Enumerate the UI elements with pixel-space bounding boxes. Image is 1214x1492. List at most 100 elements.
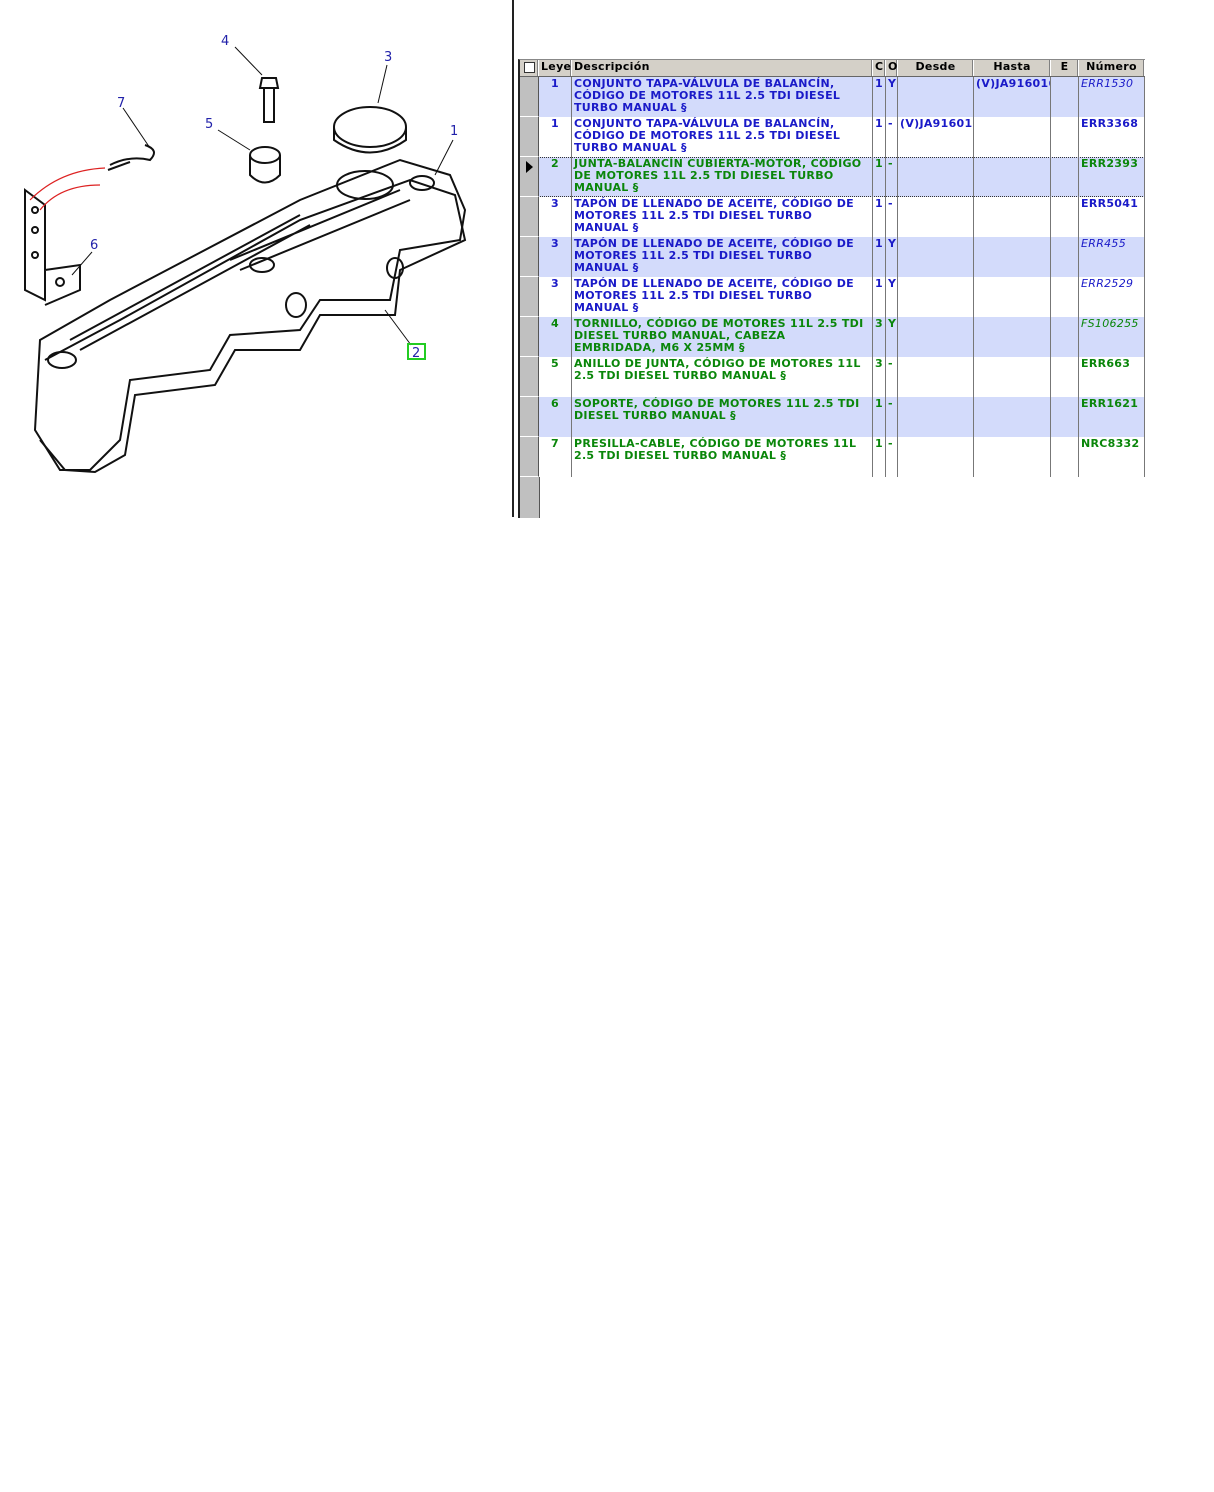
cell-from: [898, 277, 974, 317]
header-c[interactable]: C: [873, 60, 886, 76]
cell-e: [1051, 357, 1079, 397]
cell-legend: 3: [539, 237, 572, 277]
header-legend[interactable]: Leyenda: [539, 60, 572, 76]
current-row-arrow-icon: [526, 161, 533, 173]
callout-1[interactable]: 1: [450, 124, 458, 139]
cell-e: [1051, 277, 1079, 317]
cell-from: [898, 237, 974, 277]
cell-to: [974, 157, 1051, 197]
cell-number: ERR663: [1079, 357, 1145, 397]
row-selector[interactable]: [520, 157, 539, 197]
cell-number: ERR3368: [1079, 117, 1145, 157]
row-selector[interactable]: [520, 117, 539, 157]
callout-5[interactable]: 5: [205, 117, 213, 132]
cell-from: [898, 197, 974, 237]
cell-description: TORNILLO, CÓDIGO DE MOTORES 11L 2.5 TDI …: [572, 317, 873, 357]
cell-to: [974, 397, 1051, 437]
rocker-cover-drawing: [24, 77, 467, 474]
leader-lines: [71, 46, 454, 346]
cell-number: FS106255: [1079, 317, 1145, 357]
cell-number: NRC8332: [1079, 437, 1145, 477]
row-selector[interactable]: [520, 277, 539, 317]
cell-o: Y: [886, 317, 898, 357]
cell-legend: 5: [539, 357, 572, 397]
cell-c: 3: [873, 357, 886, 397]
cell-legend: 1: [539, 77, 572, 117]
cell-c: 1: [873, 397, 886, 437]
row-selector[interactable]: [520, 237, 539, 277]
cell-from: [898, 317, 974, 357]
cell-o: Y: [886, 277, 898, 317]
cell-e: [1051, 197, 1079, 237]
cell-description: SOPORTE, CÓDIGO DE MOTORES 11L 2.5 TDI D…: [572, 397, 873, 437]
callout-2-highlight: [407, 343, 426, 360]
cell-o: -: [886, 197, 898, 237]
cell-description: TAPÓN DE LLENADO DE ACEITE, CÓDIGO DE MO…: [572, 197, 873, 237]
parts-table: Leyenda Descripción C O Desde Hasta E Nú…: [518, 59, 1145, 518]
cell-from: [898, 357, 974, 397]
cell-from: (V)JA916017: [898, 117, 974, 157]
row-selector[interactable]: [520, 197, 539, 237]
cell-legend: 3: [539, 197, 572, 237]
cell-number: ERR1621: [1079, 397, 1145, 437]
select-all-checkbox[interactable]: [520, 60, 539, 76]
cell-to: [974, 197, 1051, 237]
cell-from: [898, 157, 974, 197]
cell-from: [898, 397, 974, 437]
cell-o: -: [886, 157, 898, 197]
cell-to: [974, 317, 1051, 357]
callout-2[interactable]: 2: [412, 346, 420, 361]
table-header: Leyenda Descripción C O Desde Hasta E Nú…: [520, 60, 1145, 77]
cell-number: ERR1530: [1079, 77, 1145, 117]
cell-to: [974, 357, 1051, 397]
cell-o: -: [886, 117, 898, 157]
header-to[interactable]: Hasta: [974, 60, 1051, 76]
header-e[interactable]: E: [1051, 60, 1079, 76]
cell-c: 1: [873, 437, 886, 477]
cell-c: 1: [873, 237, 886, 277]
cell-e: [1051, 77, 1079, 117]
header-number[interactable]: Número: [1079, 60, 1145, 76]
row-selector[interactable]: [520, 437, 539, 477]
cell-e: [1051, 117, 1079, 157]
callout-7[interactable]: 7: [117, 96, 125, 111]
cell-e: [1051, 237, 1079, 277]
cell-c: 1: [873, 117, 886, 157]
cell-o: -: [886, 437, 898, 477]
cell-legend: 3: [539, 277, 572, 317]
cell-c: 3: [873, 317, 886, 357]
cell-legend: 1: [539, 117, 572, 157]
cell-o: Y: [886, 237, 898, 277]
cell-to: (V)JA916016: [974, 77, 1051, 117]
header-description[interactable]: Descripción: [572, 60, 873, 76]
callout-4[interactable]: 4: [221, 34, 229, 49]
cell-number: ERR2529: [1079, 277, 1145, 317]
header-o[interactable]: O: [886, 60, 898, 76]
cell-description: CONJUNTO TAPA-VÁLVULA DE BALANCÍN, CÓDIG…: [572, 117, 873, 157]
cell-o: -: [886, 357, 898, 397]
pane-divider[interactable]: [512, 0, 514, 517]
callout-6[interactable]: 6: [90, 238, 98, 253]
callout-3[interactable]: 3: [384, 50, 392, 65]
cell-c: 1: [873, 197, 886, 237]
cell-to: [974, 117, 1051, 157]
cell-description: JUNTA-BALANCÍN CUBIERTA-MOTOR, CÓDIGO DE…: [572, 157, 873, 197]
row-selector[interactable]: [520, 77, 539, 117]
row-selector[interactable]: [520, 357, 539, 397]
cell-number: ERR5041: [1079, 197, 1145, 237]
row-selector[interactable]: [520, 397, 539, 437]
row-selector[interactable]: [520, 317, 539, 357]
header-from[interactable]: Desde: [898, 60, 974, 76]
row-selector-empty: [520, 477, 540, 518]
cell-description: ANILLO DE JUNTA, CÓDIGO DE MOTORES 11L 2…: [572, 357, 873, 397]
